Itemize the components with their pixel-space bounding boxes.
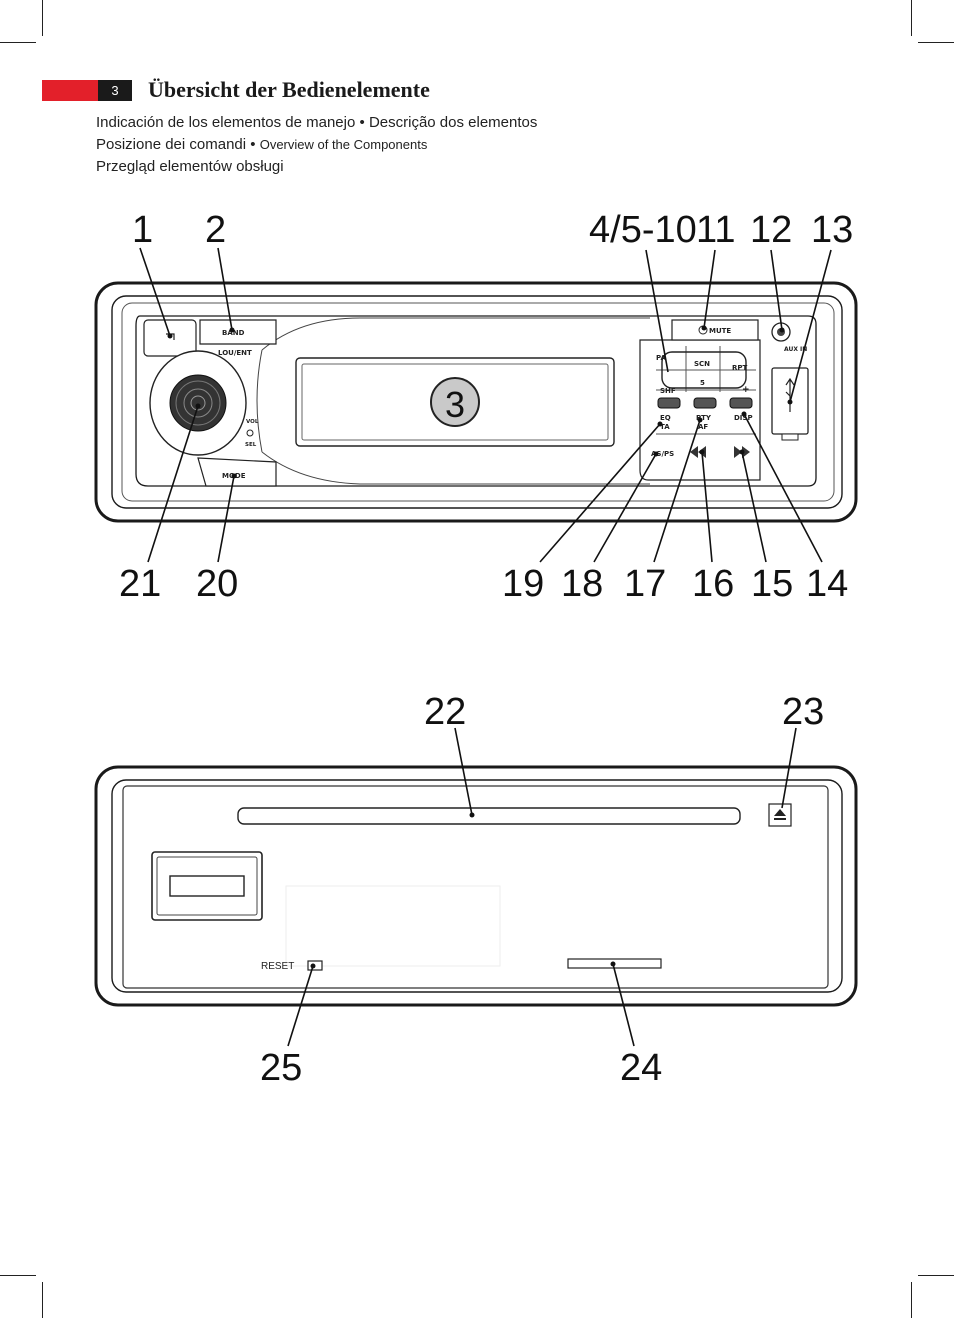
- display-callout-badge: [430, 377, 480, 427]
- display-callout-number: 3: [445, 384, 465, 425]
- crop-mark: [42, 1282, 43, 1318]
- callout-17: 17: [624, 563, 666, 605]
- subtitle-it: Posizione dei comandi: [96, 136, 247, 153]
- page-number: 3: [98, 80, 132, 101]
- button-cluster: [639, 339, 761, 481]
- subtitle-en: Overview of the Components: [259, 137, 428, 152]
- callout-23: 23: [782, 691, 824, 733]
- plus-label: +: [742, 385, 750, 395]
- usb-socket-frame-inner: [156, 856, 258, 916]
- lou-ent-label: LOU/ENT: [218, 349, 252, 357]
- front-housing-bevel: [121, 302, 835, 502]
- back-leader-dots: [310, 812, 616, 969]
- subtitle-line-1: Indicación de los elementos de manejo • …: [96, 114, 537, 131]
- volume-knob-ring-inner: [183, 388, 213, 418]
- bullet: •: [359, 114, 365, 131]
- usb-icon: [785, 377, 795, 412]
- crop-mark: [911, 0, 912, 36]
- shf-label: SHF: [660, 387, 676, 395]
- callout-25: 25: [260, 1047, 302, 1089]
- subtitle-line-2: Posizione dei comandi • Overview of the …: [96, 136, 427, 153]
- callout-4-5-10: 4/5-10: [589, 209, 697, 251]
- mute-button[interactable]: [671, 319, 759, 341]
- crop-mark: [918, 1275, 954, 1276]
- disp-button[interactable]: [729, 397, 753, 409]
- faceplate-contour: [256, 349, 263, 453]
- front-housing-inner: [111, 295, 843, 509]
- callout-20: 20: [196, 563, 238, 605]
- callout-12: 12: [750, 209, 792, 251]
- volume-knob-ring-inner: [190, 395, 206, 411]
- subtitle-line-3: Przegląd elementów obsługi: [96, 158, 284, 175]
- volume-knob-ring-inner: [175, 380, 221, 426]
- subtitle-pl: Przegląd elementów obsługi: [96, 158, 284, 175]
- reset-label: RESET: [261, 961, 294, 972]
- callout-21: 21: [119, 563, 161, 605]
- ta-label: TA: [660, 423, 670, 431]
- af-label: AF: [698, 423, 708, 431]
- usb-port-tab: [781, 433, 799, 441]
- callout-24: 24: [620, 1047, 662, 1089]
- disp-label: DISP: [734, 414, 753, 422]
- display-inner: [301, 363, 609, 441]
- preset-5-label: 5: [700, 379, 705, 387]
- back-chassis: [122, 785, 829, 989]
- front-leader-dots: [167, 325, 793, 479]
- callout-16: 16: [692, 563, 734, 605]
- vol-label: VOL: [246, 419, 259, 425]
- page-accent-bar: [42, 80, 98, 101]
- preset-buttons-highlight[interactable]: [661, 351, 747, 389]
- cd-slot[interactable]: [237, 807, 741, 825]
- callout-22: 22: [424, 691, 466, 733]
- as-ps-label: AS/PS: [651, 450, 674, 458]
- back-chassis-ghost: [285, 885, 501, 967]
- crop-mark: [0, 42, 36, 43]
- mute-label: MUTE: [709, 327, 731, 335]
- eq-ta-button[interactable]: [657, 397, 681, 409]
- bullet: •: [250, 136, 256, 153]
- front-leader-lines: [139, 247, 832, 563]
- sel-label: SEL: [245, 442, 257, 448]
- aux-in-label: AUX IN: [784, 346, 807, 353]
- mode-button[interactable]: [197, 457, 277, 487]
- crop-mark: [0, 1275, 36, 1276]
- crop-mark: [911, 1282, 912, 1318]
- page-title: Übersicht der Bedienelemente: [148, 77, 430, 102]
- rpt-label: RPT: [732, 364, 748, 372]
- callout-1: 1: [132, 209, 153, 251]
- subtitle-es: Indicación de los elementos de manejo: [96, 114, 356, 131]
- callout-2: 2: [205, 209, 226, 251]
- callout-14: 14: [806, 563, 848, 605]
- subtitle-pt: Descrição dos elementos: [368, 114, 538, 131]
- callout-15: 15: [751, 563, 793, 605]
- back-leader-lines: [287, 727, 797, 1047]
- pty-label: PTY: [696, 414, 712, 422]
- usb-socket[interactable]: [169, 875, 245, 897]
- band-label: BAND: [222, 329, 245, 337]
- vol-sel-icon: [246, 429, 254, 437]
- band-button[interactable]: [199, 319, 277, 345]
- back-housing-inner: [111, 779, 843, 993]
- callout-18: 18: [561, 563, 603, 605]
- eject-icon: [774, 809, 786, 820]
- crop-mark: [918, 42, 954, 43]
- volume-knob[interactable]: [169, 374, 227, 432]
- callout-19: 19: [502, 563, 544, 605]
- crop-mark: [42, 0, 43, 36]
- pa-label: PA: [656, 354, 666, 362]
- eq-label: EQ: [660, 414, 671, 422]
- scn-label: SCN: [694, 360, 710, 368]
- callout-11: 11: [696, 209, 735, 251]
- pty-af-button[interactable]: [693, 397, 717, 409]
- callout-13: 13: [811, 209, 853, 251]
